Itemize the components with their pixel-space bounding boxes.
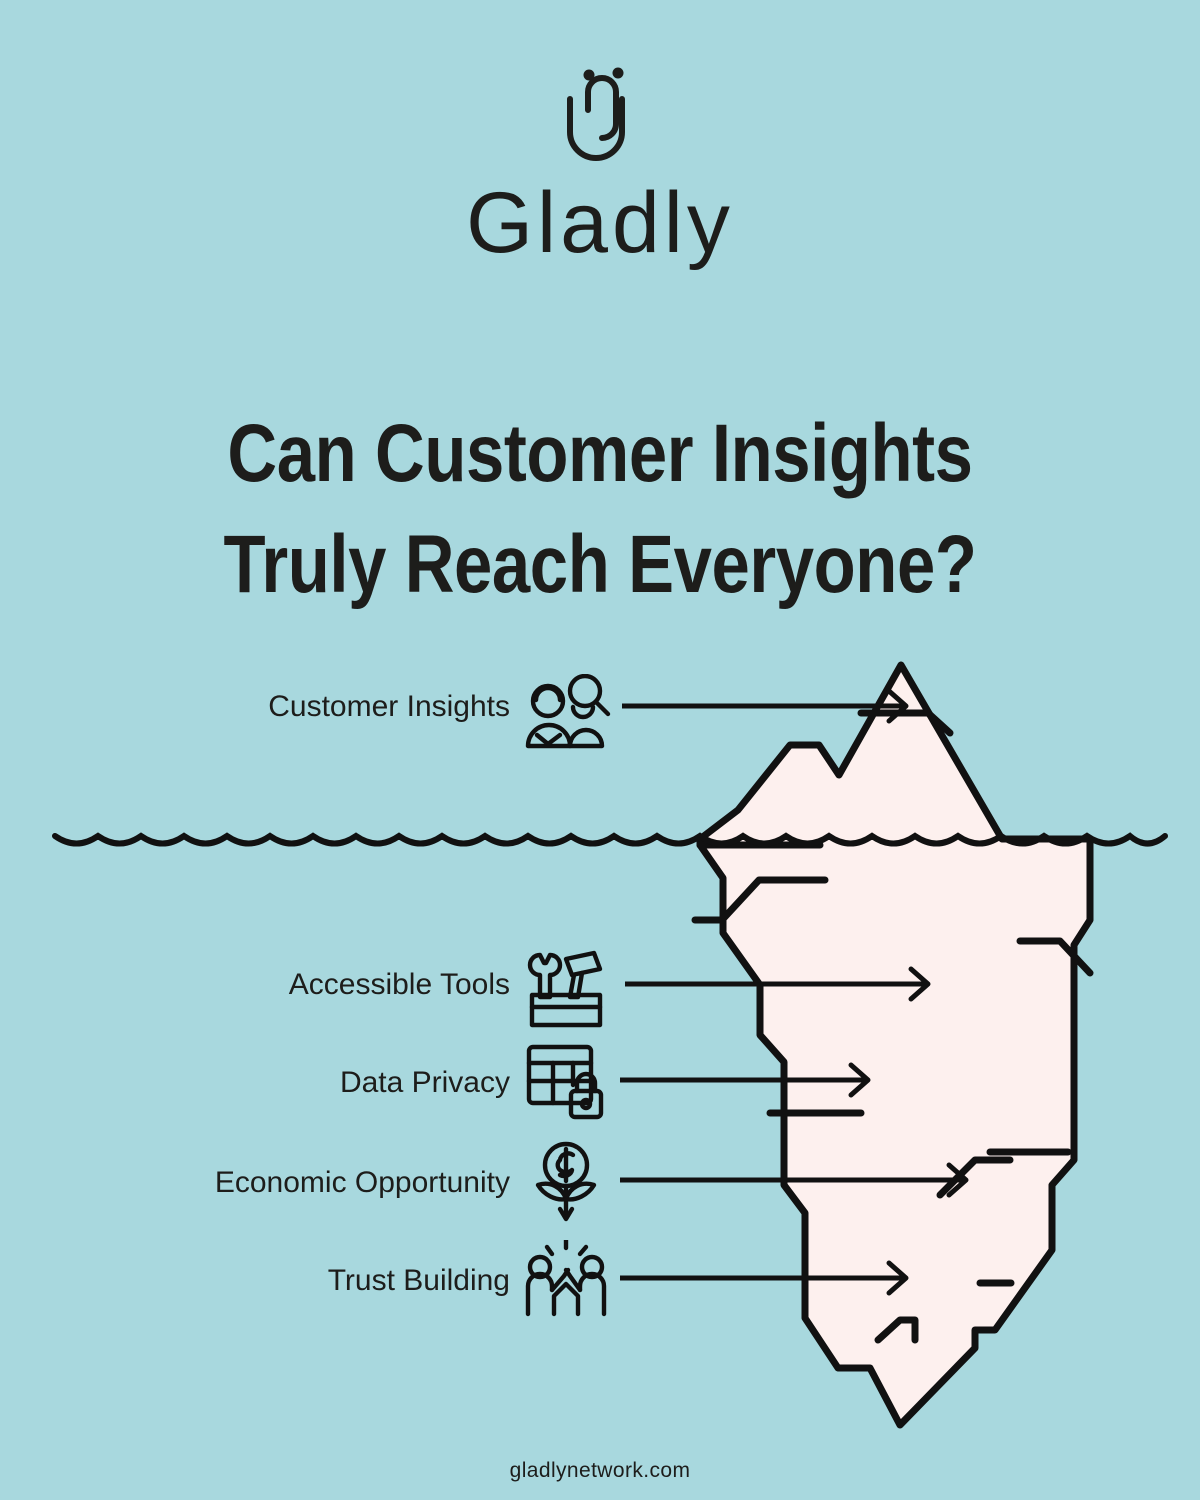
brand-header: Gladly (0, 62, 1200, 266)
label-text: Trust Building (327, 1264, 510, 1297)
monogram-dot-left (583, 69, 595, 81)
connector-arrows (620, 688, 969, 1296)
label-text: Economic Opportunity (214, 1166, 510, 1199)
label-customer-insights: Customer Insights (268, 692, 510, 722)
label-text: Customer Insights (268, 690, 510, 723)
label-text: Data Privacy (339, 1066, 510, 1099)
label-economic-opportunity: Economic Opportunity (215, 1168, 510, 1198)
label-data-privacy: Data Privacy (340, 1068, 510, 1098)
monogram-dot-right (612, 67, 624, 79)
iceberg-shape (691, 661, 1094, 1429)
table-lock-icon (523, 1041, 609, 1123)
page-title-line-2: Truly Reach Everyone? (223, 518, 977, 610)
brand-wordmark: Gladly (466, 175, 734, 271)
page-title: Can Customer Insights Truly Reach Everyo… (96, 399, 1104, 620)
label-accessible-tools: Accessible Tools (289, 970, 510, 1000)
two-people-icon (518, 674, 614, 750)
footer-url: gladlynetwork.com (509, 1459, 691, 1482)
high-five-people-icon (520, 1240, 612, 1320)
connector-arrow (620, 1162, 969, 1198)
gladly-monogram-icon (567, 67, 625, 161)
connector-arrow (622, 688, 909, 724)
connector-arrow (620, 1062, 871, 1098)
page-title-line-1: Can Customer Insights (227, 407, 973, 499)
connector-arrow (620, 1260, 909, 1296)
waterline-wave (52, 832, 1168, 847)
label-text: Accessible Tools (288, 968, 510, 1001)
label-trust-building: Trust Building (328, 1266, 510, 1296)
connector-arrow (625, 966, 931, 1002)
toolbox-icon (520, 949, 612, 1031)
money-plant-icon (524, 1139, 608, 1225)
